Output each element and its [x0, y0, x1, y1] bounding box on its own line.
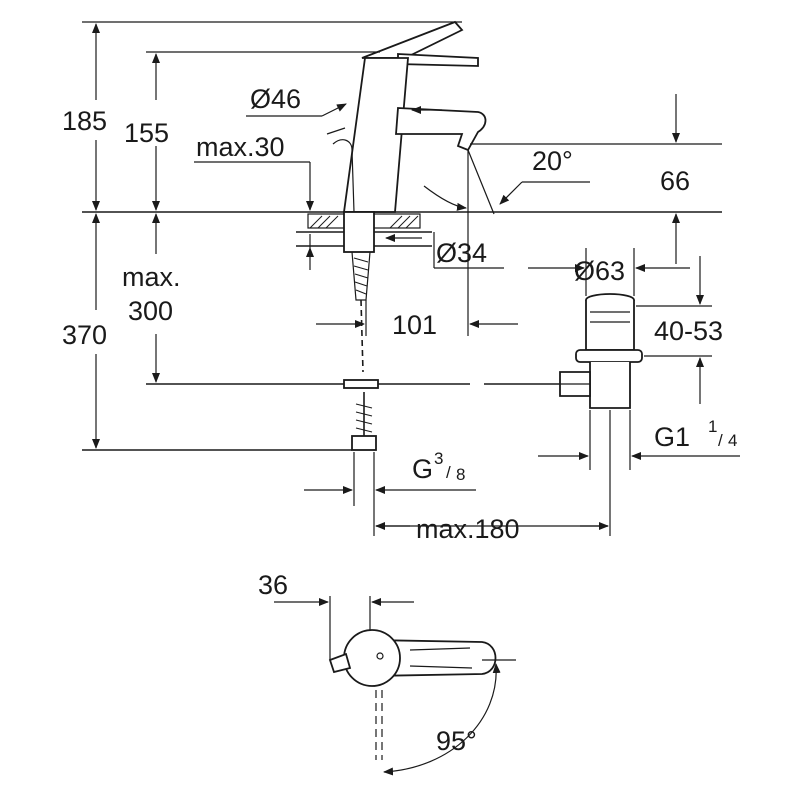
dim-diameter-63: Ø63	[574, 256, 625, 286]
hose-thread	[355, 403, 373, 433]
dim-waste-thread: G1	[654, 422, 690, 452]
dim-hose-thread-den: 8	[456, 465, 465, 484]
dim-diameter-46: Ø46	[250, 84, 301, 114]
dim-max-180: max.180	[416, 514, 520, 544]
dim-diameter-34: Ø34	[436, 238, 487, 268]
faucet-top-view	[274, 596, 516, 776]
dim-185: 185	[62, 106, 107, 136]
dim-66: 66	[660, 166, 690, 196]
dim-angle-20: 20°	[532, 146, 573, 176]
dim-300: 300	[128, 296, 173, 326]
dim-hose-thread: G	[412, 454, 433, 484]
dim-40-53: 40-53	[654, 316, 723, 346]
dimension-lines	[82, 21, 740, 536]
dim-waste-thread-slash: /	[718, 431, 723, 450]
dimension-labels: 185 155 Ø46 max.30 20° 66 Ø34 Ø63 max. 3…	[62, 84, 737, 756]
dim-waste-thread-den: 4	[728, 431, 737, 450]
dim-waste-thread-num: 1	[708, 417, 717, 436]
dim-hose-thread-slash: /	[446, 463, 451, 482]
dim-101: 101	[392, 310, 437, 340]
dim-370: 370	[62, 320, 107, 350]
dim-max-label: max.	[122, 262, 181, 292]
faucet-side-view	[82, 20, 722, 451]
waste-assembly	[559, 293, 643, 409]
dim-max-30: max.30	[196, 132, 285, 162]
dim-36: 36	[258, 570, 288, 600]
dim-155: 155	[124, 118, 169, 148]
deck-hatching	[309, 215, 419, 229]
shank-thread	[353, 257, 369, 295]
dim-hose-thread-num: 3	[434, 449, 443, 468]
dim-angle-95: 95°	[436, 726, 477, 756]
